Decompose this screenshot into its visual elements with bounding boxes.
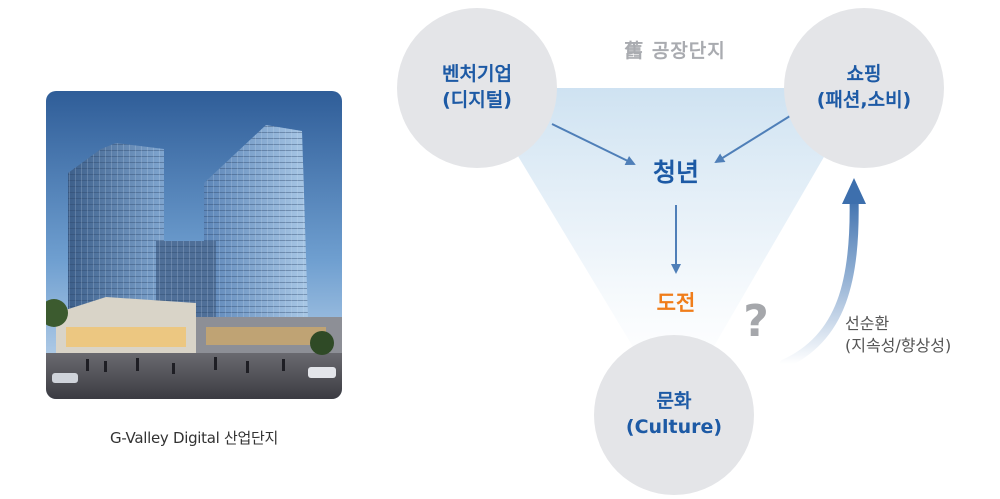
node-shopping-title: 쇼핑 — [846, 63, 882, 86]
node-shopping-subtitle: (패션,소비) — [816, 89, 912, 111]
youth-label: 청년 — [652, 158, 699, 187]
circulation-title: 선순환 — [845, 314, 890, 333]
circulation-arrow — [779, 191, 859, 369]
old-factory-label: 舊 공장단지 — [624, 40, 726, 62]
node-venture: 벤처기업 (디지털) — [397, 8, 557, 168]
background-triangle — [477, 88, 864, 415]
arrow-venture-to-youth — [551, 123, 636, 165]
g-valley-building-photo — [46, 91, 342, 399]
circulation-subtitle: (지속성/향상성) — [845, 335, 952, 355]
circulation-label: 선순환 (지속성/향상성) — [845, 313, 951, 356]
node-shopping: 쇼핑 (패션,소비) — [784, 8, 944, 168]
arrow-shopping-to-youth — [714, 115, 791, 164]
node-culture: 문화 (Culture) — [594, 335, 754, 495]
node-culture-subtitle: (Culture) — [625, 416, 723, 438]
photo-caption: G-Valley Digital 산업단지 — [110, 429, 278, 447]
node-culture-title: 문화 — [656, 390, 692, 413]
challenge-label: 도전 — [656, 291, 696, 315]
node-venture-subtitle: (디지털) — [442, 89, 512, 111]
circulation-arrow-head — [842, 178, 866, 204]
question-mark-icon: ? — [743, 296, 769, 347]
node-venture-title: 벤처기업 — [442, 63, 512, 86]
